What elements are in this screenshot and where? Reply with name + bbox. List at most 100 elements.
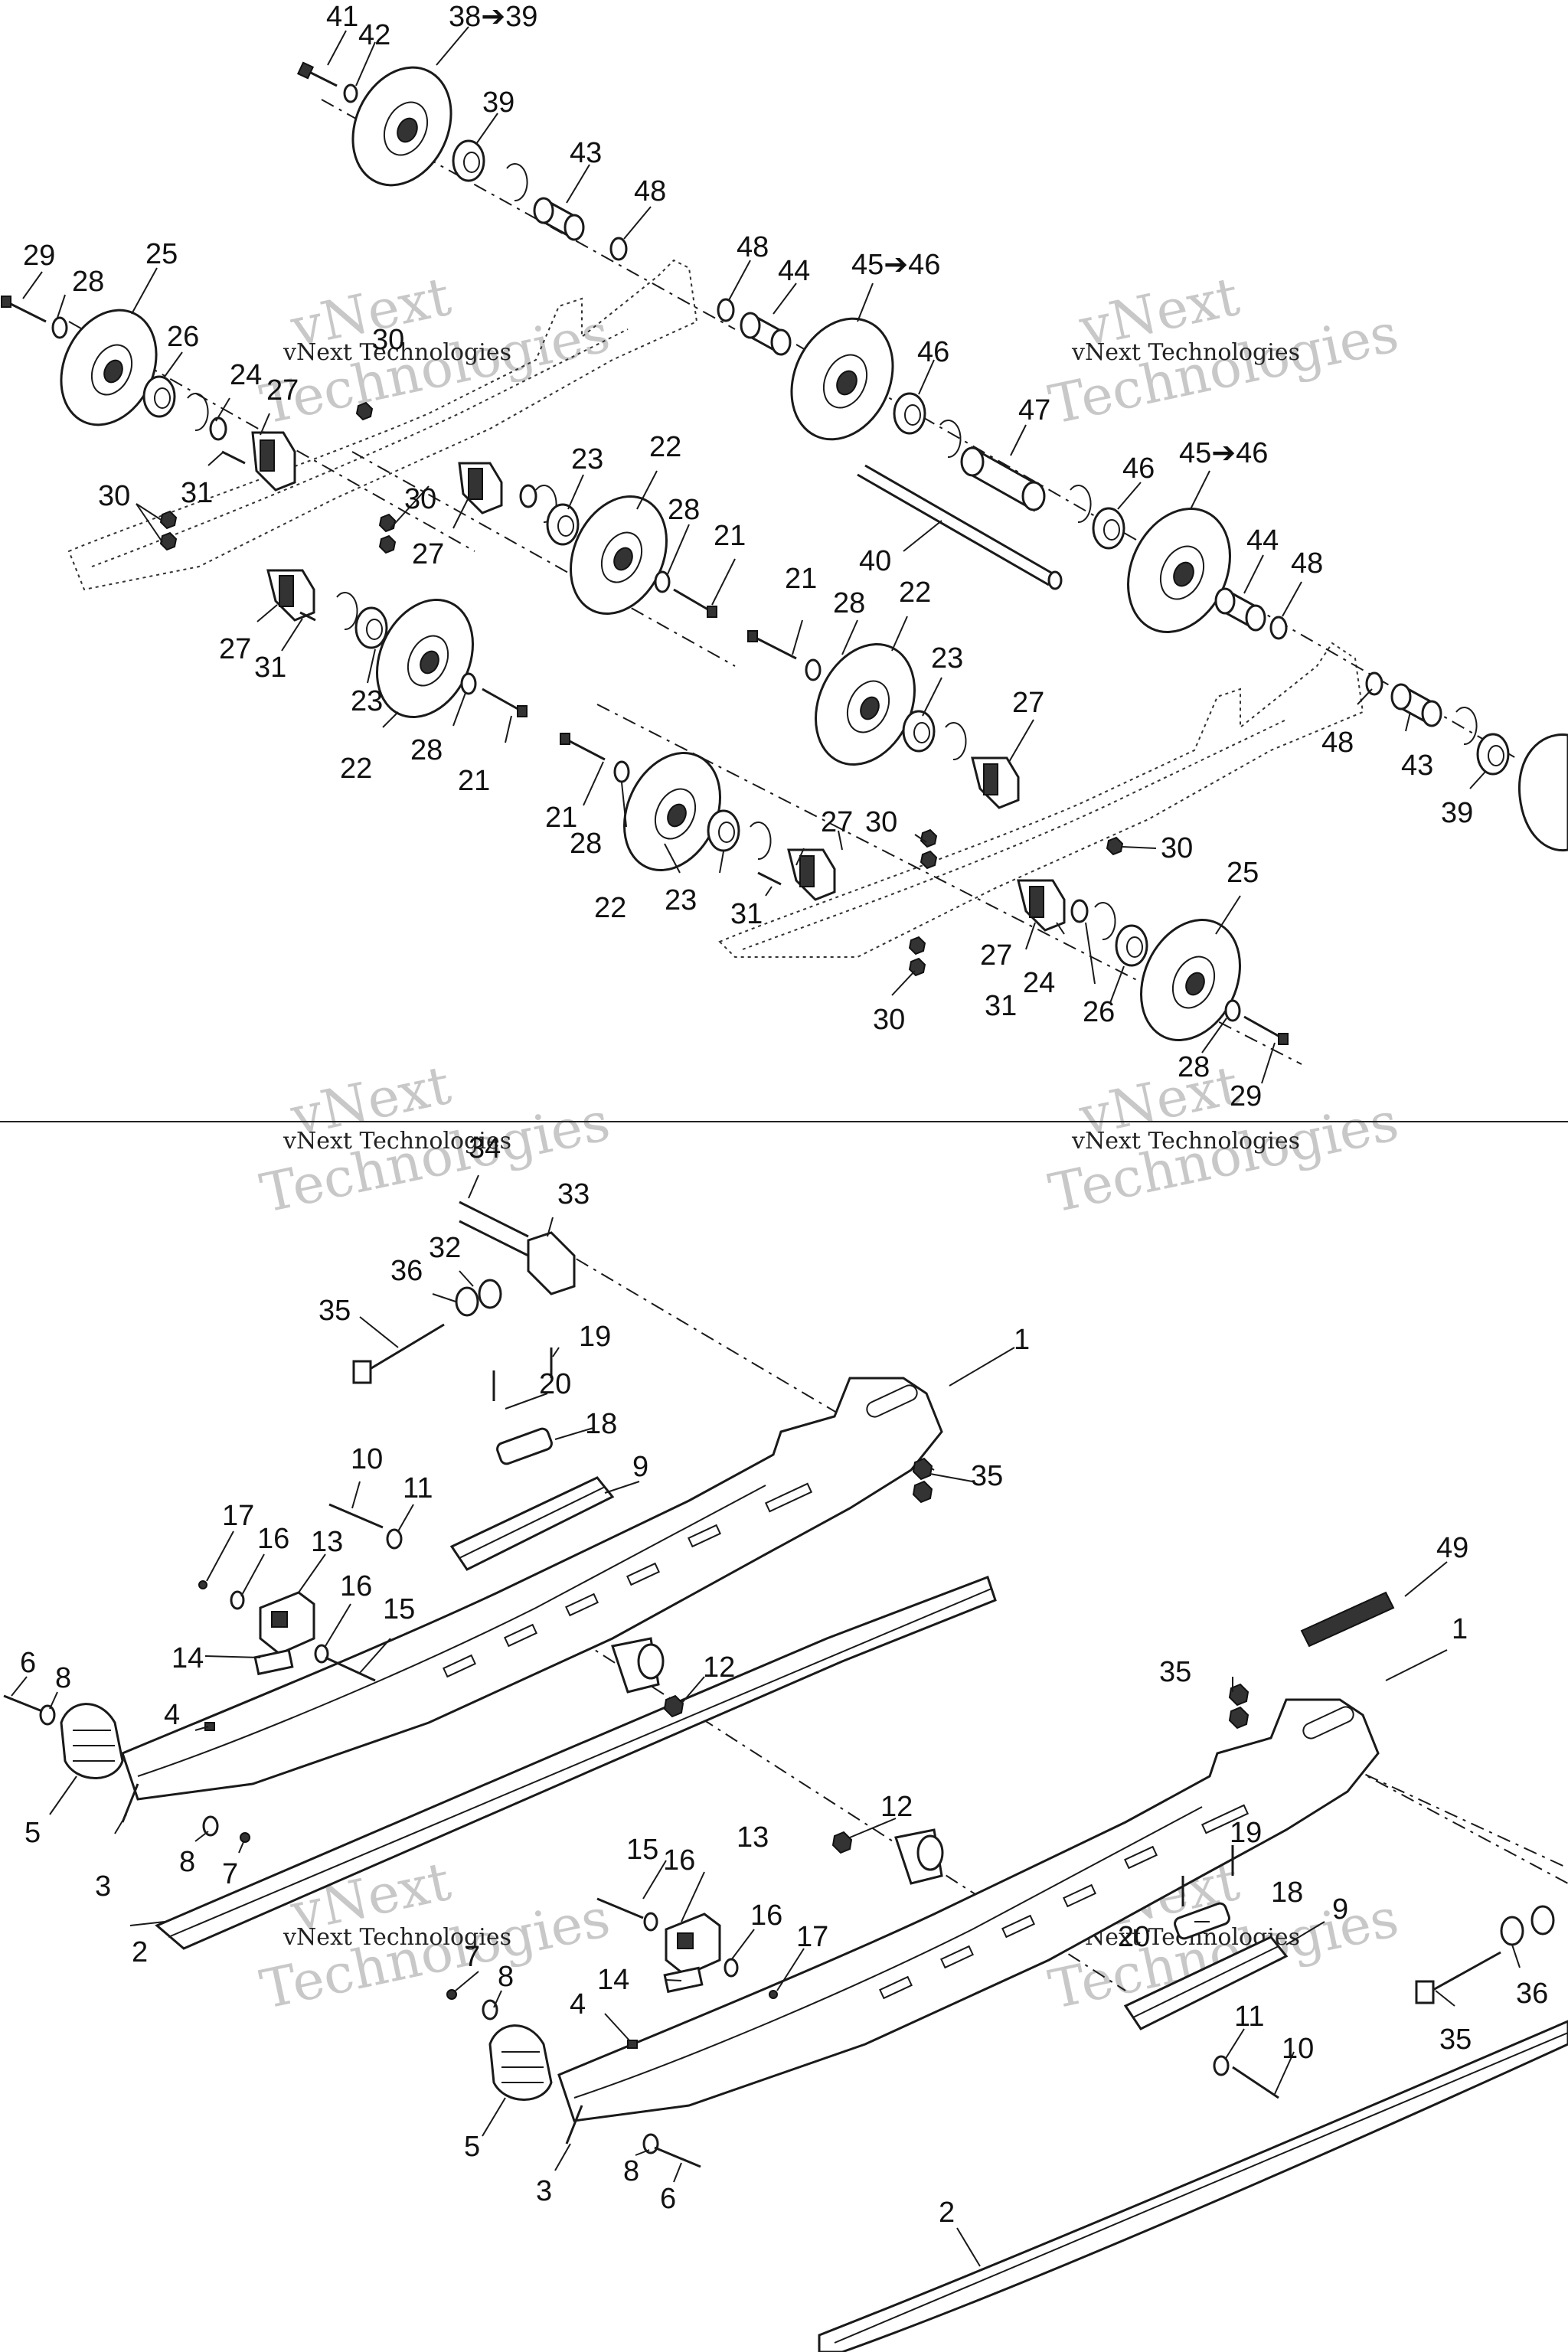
callout-16: 16 bbox=[750, 1900, 782, 1932]
spacer-tube bbox=[740, 312, 792, 356]
callout-3: 3 bbox=[536, 2175, 552, 2207]
callout-35: 35 bbox=[1439, 2024, 1472, 2056]
leader-lines bbox=[11, 1174, 1521, 2267]
callout-48: 48 bbox=[1291, 547, 1323, 580]
bearing bbox=[893, 392, 926, 435]
washer bbox=[1070, 899, 1089, 923]
callout-19: 19 bbox=[1230, 1817, 1262, 1849]
bolt bbox=[1243, 1015, 1289, 1045]
callout-28: 28 bbox=[668, 494, 700, 526]
callout-25: 25 bbox=[145, 238, 178, 270]
wheel-assembly-section bbox=[1, 26, 1568, 1084]
callout-24: 24 bbox=[230, 359, 262, 391]
slide-runner bbox=[818, 2020, 1568, 2352]
axle-shaft bbox=[857, 464, 1063, 590]
callout-25: 25 bbox=[1227, 857, 1259, 889]
callout-27: 27 bbox=[266, 374, 299, 407]
watermark-text: vNext Technologies bbox=[283, 1128, 511, 1155]
callout-35: 35 bbox=[971, 1460, 1003, 1492]
slide-runner bbox=[155, 1576, 997, 1950]
callout-36: 36 bbox=[390, 1255, 423, 1287]
callout-39: 39 bbox=[1441, 797, 1473, 829]
washer bbox=[230, 1590, 245, 1610]
callout-7: 7 bbox=[222, 1858, 238, 1890]
callout-23: 23 bbox=[931, 642, 963, 675]
callout-41: 41 bbox=[326, 1, 358, 33]
washer bbox=[1269, 616, 1288, 640]
bolt bbox=[747, 630, 797, 660]
bearing bbox=[1092, 507, 1125, 550]
right-rail-phantom-inner bbox=[742, 719, 1287, 950]
callout-30: 30 bbox=[865, 806, 897, 838]
circlip bbox=[1455, 707, 1478, 746]
washer bbox=[386, 1528, 403, 1550]
callout-11: 11 bbox=[1234, 2001, 1264, 2033]
callout-13: 13 bbox=[311, 1526, 343, 1558]
reinforcement-plate bbox=[449, 1476, 615, 1571]
pin bbox=[627, 2040, 638, 2049]
callout-27: 27 bbox=[1012, 687, 1044, 719]
nut bbox=[1228, 1706, 1250, 1730]
callout-11: 11 bbox=[403, 1472, 433, 1504]
idler-wheel-partial bbox=[1517, 733, 1568, 852]
callout-17: 17 bbox=[222, 1500, 254, 1532]
nut bbox=[198, 1580, 207, 1589]
spacer bbox=[455, 1286, 479, 1317]
reinforcement-plate bbox=[1123, 1936, 1289, 2030]
callout-30: 30 bbox=[1161, 832, 1193, 864]
callout-38-39: 38➔39 bbox=[449, 1, 537, 33]
decal bbox=[1300, 1591, 1395, 1648]
callout-8: 8 bbox=[623, 2155, 639, 2187]
idler-wheel bbox=[815, 642, 916, 766]
bearing bbox=[546, 503, 580, 546]
bearing bbox=[1476, 733, 1510, 776]
washer bbox=[314, 1644, 329, 1664]
callout-28: 28 bbox=[410, 734, 443, 766]
washer bbox=[642, 2133, 659, 2154]
bolt bbox=[757, 871, 782, 886]
callout-46: 46 bbox=[1122, 452, 1155, 485]
wheel-bracket bbox=[251, 431, 296, 492]
bearing bbox=[902, 710, 936, 753]
shock-mount bbox=[611, 1637, 665, 1694]
nut bbox=[159, 531, 178, 551]
callout-10: 10 bbox=[1282, 2033, 1314, 2065]
mounting-block bbox=[527, 1231, 576, 1295]
callout-8: 8 bbox=[55, 1662, 71, 1694]
washer bbox=[609, 237, 628, 261]
pad bbox=[663, 1966, 704, 1994]
stopper-bumper bbox=[259, 1591, 315, 1655]
left-rail-phantom bbox=[67, 259, 698, 591]
wheel-bracket bbox=[458, 462, 503, 514]
callout-26: 26 bbox=[167, 321, 199, 353]
callout-21: 21 bbox=[785, 563, 817, 595]
callout-3: 3 bbox=[95, 1870, 111, 1903]
callout-35: 35 bbox=[318, 1295, 351, 1327]
callout-44: 44 bbox=[1246, 524, 1279, 557]
bushing bbox=[478, 1279, 502, 1309]
callout-16: 16 bbox=[340, 1570, 372, 1602]
callout-15: 15 bbox=[383, 1593, 415, 1625]
shock-mount bbox=[894, 1828, 944, 1885]
washer bbox=[717, 298, 735, 322]
callout-4: 4 bbox=[570, 1988, 586, 2020]
circlip bbox=[1070, 485, 1092, 524]
bolt bbox=[596, 1897, 644, 1919]
bearing bbox=[452, 139, 485, 182]
callout-23: 23 bbox=[665, 884, 697, 916]
pin bbox=[204, 1722, 215, 1731]
washer bbox=[654, 570, 671, 593]
spacer-tube bbox=[1214, 587, 1266, 632]
callout-labels: 41 42 38➔39 39 43 48 48 44 45➔46 46 47 4… bbox=[20, 1, 1548, 2229]
washer bbox=[202, 1815, 219, 1837]
callout-27: 27 bbox=[219, 633, 251, 665]
callout-20: 20 bbox=[1118, 1921, 1150, 1953]
callout-15: 15 bbox=[626, 1834, 658, 1866]
callout-19: 19 bbox=[579, 1321, 611, 1353]
spacer bbox=[1500, 1916, 1524, 1946]
callout-10: 10 bbox=[351, 1443, 383, 1475]
bearing bbox=[354, 606, 388, 649]
callout-24: 24 bbox=[1023, 967, 1055, 999]
callout-14: 14 bbox=[597, 1964, 629, 1996]
